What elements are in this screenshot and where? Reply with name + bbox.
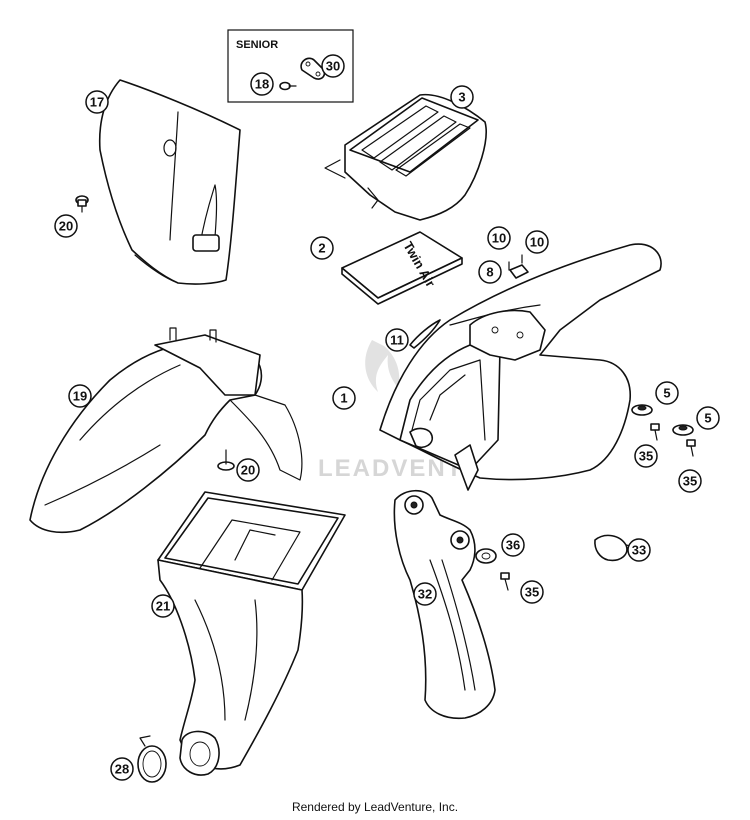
callout-35-left: 35 bbox=[634, 444, 658, 468]
callout-1: 1 bbox=[332, 386, 356, 410]
callout-36: 36 bbox=[501, 533, 525, 557]
strip-11 bbox=[409, 319, 441, 349]
svg-text:35: 35 bbox=[525, 585, 539, 600]
svg-text:28: 28 bbox=[115, 762, 129, 777]
callout-30: 30 bbox=[321, 54, 345, 78]
svg-text:18: 18 bbox=[255, 77, 269, 92]
small-parts-10-8 bbox=[508, 254, 529, 279]
callout-2: 2 bbox=[310, 236, 334, 260]
callout-10-left: 10 bbox=[487, 226, 511, 250]
svg-text:20: 20 bbox=[241, 463, 255, 478]
svg-text:10: 10 bbox=[492, 231, 506, 246]
callout-17: 17 bbox=[85, 90, 109, 114]
washer-36-drawing bbox=[475, 548, 497, 564]
side-panel-32 bbox=[393, 489, 496, 720]
callout-20-upper: 20 bbox=[54, 214, 78, 238]
svg-text:3: 3 bbox=[458, 90, 465, 105]
svg-text:21: 21 bbox=[156, 599, 170, 614]
callout-35-right: 35 bbox=[678, 469, 702, 493]
airbox-21 bbox=[157, 491, 346, 776]
svg-text:36: 36 bbox=[506, 538, 520, 553]
svg-text:10: 10 bbox=[530, 235, 544, 250]
svg-text:33: 33 bbox=[632, 543, 646, 558]
svg-text:17: 17 bbox=[90, 95, 104, 110]
svg-text:19: 19 bbox=[73, 389, 87, 404]
senior-label: SENIOR bbox=[236, 39, 278, 51]
bolt-18-drawing bbox=[279, 81, 297, 91]
svg-text:35: 35 bbox=[683, 474, 697, 489]
callout-35-lower: 35 bbox=[520, 580, 544, 604]
svg-text:5: 5 bbox=[704, 411, 711, 426]
bolt-35-left-drawing bbox=[650, 423, 660, 441]
callout-3: 3 bbox=[450, 85, 474, 109]
svg-text:8: 8 bbox=[486, 265, 493, 280]
callout-8: 8 bbox=[478, 260, 502, 284]
callout-5-right: 5 bbox=[696, 406, 720, 430]
callout-20-lower: 20 bbox=[236, 458, 260, 482]
callout-18: 18 bbox=[250, 72, 274, 96]
seat-3 bbox=[324, 93, 487, 221]
front-fender-19 bbox=[29, 327, 303, 534]
bolt-20-lower-drawing bbox=[217, 449, 235, 471]
bolt-35-lower-drawing bbox=[500, 572, 510, 591]
svg-text:20: 20 bbox=[59, 219, 73, 234]
footer-credit: Rendered by LeadVenture, Inc. bbox=[291, 800, 459, 814]
callout-5-left: 5 bbox=[655, 381, 679, 405]
callout-33: 33 bbox=[627, 538, 651, 562]
callout-10-right: 10 bbox=[525, 230, 549, 254]
air-filter-2: Twin Air bbox=[341, 231, 463, 305]
grommet-5-left-drawing bbox=[631, 404, 653, 416]
svg-text:30: 30 bbox=[326, 59, 340, 74]
svg-text:35: 35 bbox=[639, 449, 653, 464]
svg-text:32: 32 bbox=[418, 587, 432, 602]
hose-clamp-28 bbox=[137, 735, 167, 783]
callout-19: 19 bbox=[68, 384, 92, 408]
bolt-35-right-drawing bbox=[686, 439, 696, 457]
svg-text:5: 5 bbox=[663, 386, 670, 401]
number-plate-17 bbox=[98, 79, 241, 285]
svg-text:1: 1 bbox=[340, 391, 347, 406]
callout-21: 21 bbox=[151, 594, 175, 618]
grommet-5-right-drawing bbox=[672, 424, 694, 436]
callout-28: 28 bbox=[110, 757, 134, 781]
callout-11: 11 bbox=[385, 328, 409, 352]
svg-text:2: 2 bbox=[318, 241, 325, 256]
callout-32: 32 bbox=[413, 582, 437, 606]
rear-fender-1 bbox=[379, 243, 662, 491]
svg-text:11: 11 bbox=[390, 333, 404, 348]
bolt-20-upper-drawing bbox=[75, 195, 89, 213]
